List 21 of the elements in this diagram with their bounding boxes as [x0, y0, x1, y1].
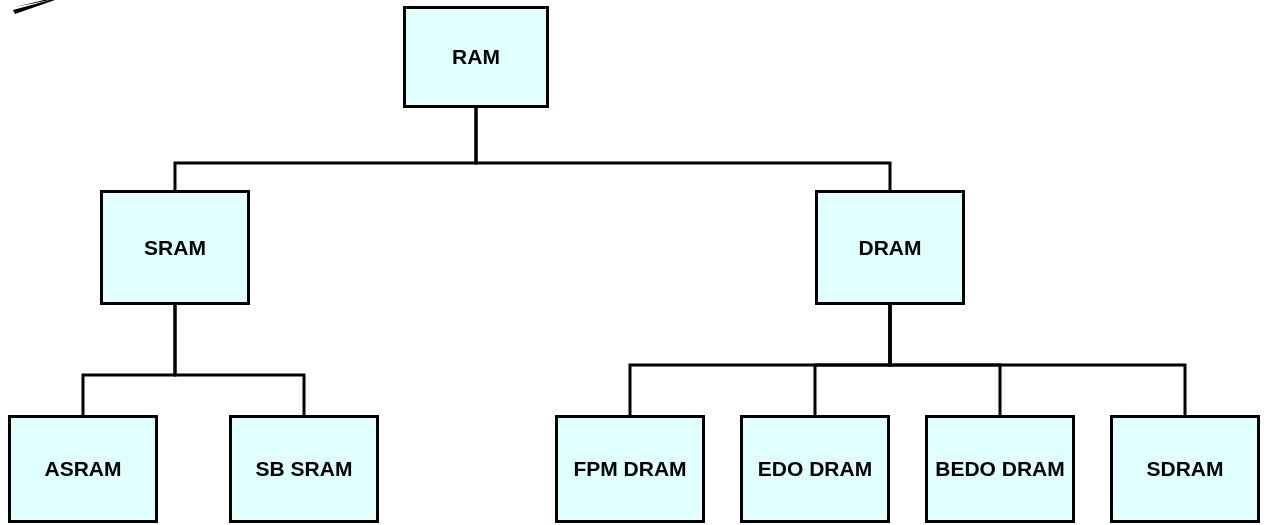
connector-line [888, 305, 1187, 415]
memory-type-box [8, 415, 158, 523]
memory-type-box [100, 190, 250, 305]
node-label: RAM [451, 44, 501, 70]
node-label: FPM DRAM [572, 456, 688, 482]
node-label: SDRAM [1145, 456, 1225, 482]
memory-type-box [229, 415, 379, 523]
connector-line [173, 305, 306, 415]
memory-type-box [740, 415, 890, 523]
node-label: BEDO DRAM [934, 456, 1066, 482]
node-label: SRAM [143, 234, 207, 261]
connector-line [474, 108, 892, 190]
node-label: SB SRAM [254, 456, 354, 482]
memory-type-box [815, 190, 965, 305]
memory-type-box [403, 6, 549, 108]
memory-type-box [555, 415, 705, 523]
node-label: DRAM [857, 234, 923, 261]
node-label: EDO DRAM [756, 456, 874, 482]
memory-type-box [925, 415, 1075, 523]
memory-type-box [1110, 415, 1260, 523]
node-label: ASRAM [43, 456, 123, 482]
